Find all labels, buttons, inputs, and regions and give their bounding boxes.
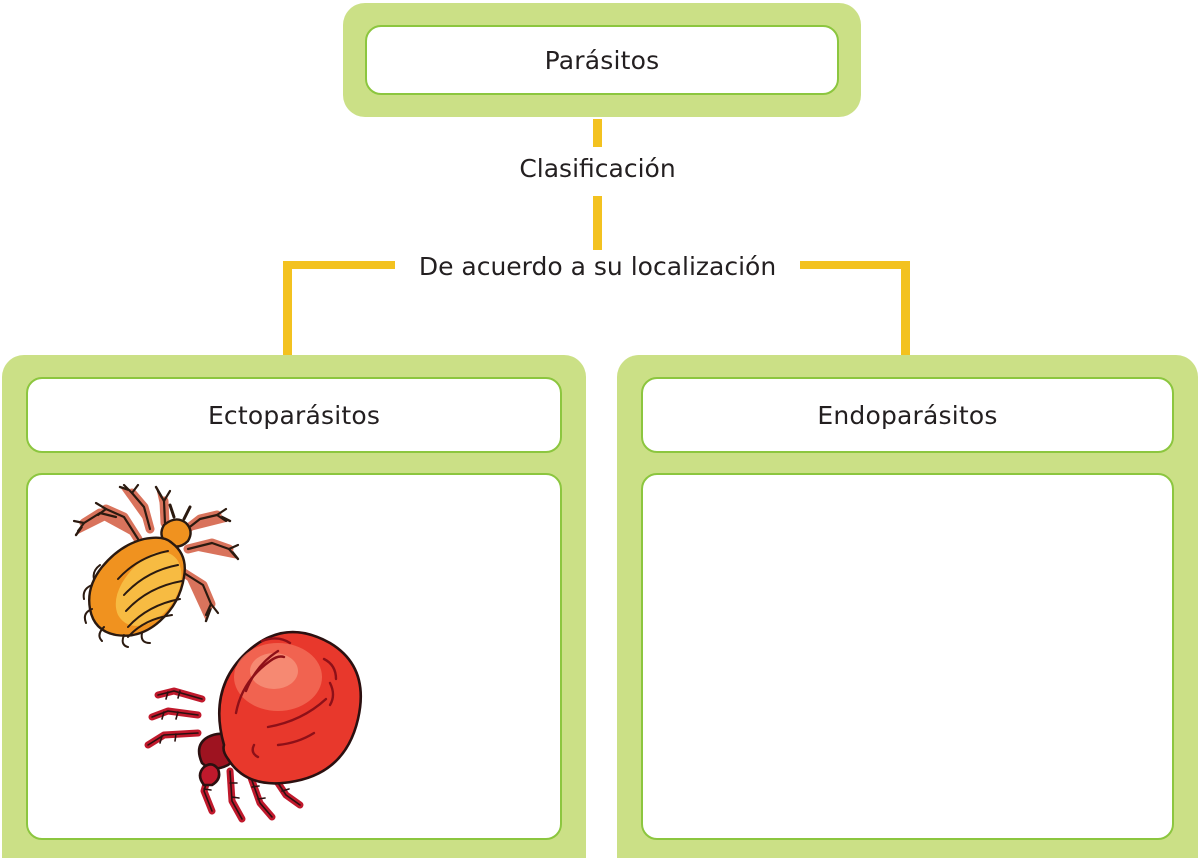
endoparasitos-header-panel: Endoparásitos xyxy=(641,377,1174,453)
edge-label-clasificacion: Clasificación xyxy=(445,152,750,185)
endoparasitos-card: Endoparásitos xyxy=(617,355,1198,858)
connector-drop-to-ectoparasitos xyxy=(283,261,292,359)
ectoparasitos-image-panel xyxy=(26,473,562,840)
root-node-panel: Parásitos xyxy=(365,25,839,95)
connector-root-to-classification xyxy=(593,119,602,147)
connector-criterion-left-arm xyxy=(288,261,498,269)
tick-illustration xyxy=(128,595,378,835)
louse-illustration xyxy=(46,481,266,661)
ectoparasitos-header-panel: Ectoparásitos xyxy=(26,377,562,453)
connector-criterion-right-arm xyxy=(702,261,910,269)
ectoparasitos-label: Ectoparásitos xyxy=(207,400,381,430)
ectoparasitos-card: Ectoparásitos xyxy=(2,355,586,858)
endoparasitos-image-panel xyxy=(641,473,1174,840)
connector-drop-to-endoparasitos xyxy=(901,261,910,359)
root-node-card: Parásitos xyxy=(343,3,861,117)
endoparasitos-label: Endoparásitos xyxy=(817,400,998,430)
edge-label-localizacion: De acuerdo a su localización xyxy=(395,250,800,283)
root-node-label: Parásitos xyxy=(544,45,660,75)
connector-classification-to-criterion xyxy=(593,196,602,265)
